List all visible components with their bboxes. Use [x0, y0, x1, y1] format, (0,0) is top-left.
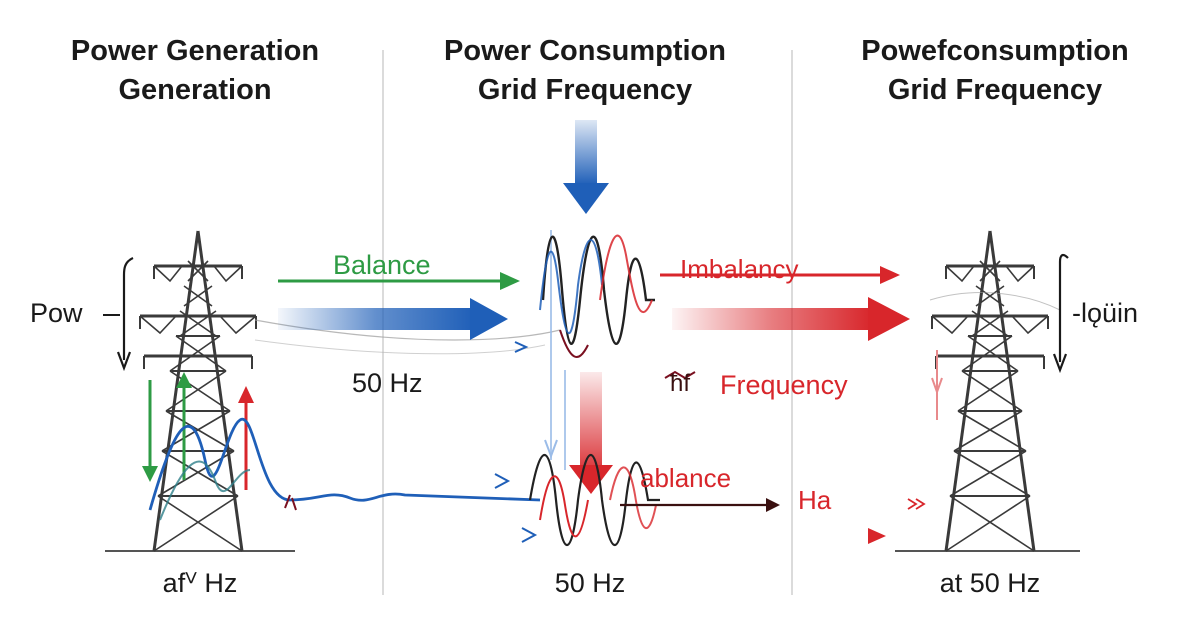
sine-wave-icon	[148, 418, 541, 511]
right-title-line2: Grid Frequency	[887, 74, 1103, 106]
left-title-line1: Power Generation	[70, 35, 320, 67]
right-side-label: -lǫüin	[1072, 298, 1139, 328]
center-title-line1: Power Consumption	[444, 35, 726, 67]
down-arrow-icon	[116, 256, 134, 372]
lower-flow-arrow	[265, 473, 511, 489]
small-marker	[664, 370, 696, 380]
power-tower-icon	[930, 229, 1050, 553]
right-title-line1: Powefconsumption	[861, 35, 1129, 67]
sine-wave-icon	[159, 460, 251, 521]
down-arrow-icon	[569, 372, 613, 494]
small-marker	[284, 494, 297, 511]
frequency-50hz-label: 50 Hz	[352, 368, 423, 398]
right-footer: at 50 Hz	[939, 568, 1041, 598]
imbalance-label: Imbalancy	[680, 254, 799, 284]
balance-arrow	[278, 272, 520, 290]
balance-lower-label: ablance	[640, 463, 732, 493]
imbalance-flow-arrow	[672, 297, 910, 341]
sine-wave-icon	[528, 453, 660, 547]
center-title-line2: Grid Frequency	[477, 74, 693, 106]
small-marker	[907, 498, 926, 510]
lower-flow-arrow	[265, 527, 538, 543]
up-arrow-icon	[176, 372, 192, 480]
left-side-label: Pow	[30, 298, 83, 328]
frequency-prefix: ħf	[670, 370, 691, 397]
sine-wave-icon	[541, 235, 655, 345]
up-arrow-icon	[238, 386, 254, 490]
hz-fragment-label: Ha	[798, 485, 832, 515]
sine-wave-icon	[599, 234, 653, 314]
balance-label: Balance	[333, 250, 431, 280]
sine-wave-icon	[559, 329, 589, 358]
power-tower-icon	[138, 229, 258, 553]
power-flow-arrow	[278, 298, 508, 340]
arrow-icon	[514, 341, 529, 353]
center-footer: 50 Hz	[554, 568, 626, 598]
power-line	[929, 292, 1061, 311]
imbalance-arrow	[660, 266, 900, 284]
lower-red-arrow	[640, 528, 886, 544]
sine-wave-icon	[609, 466, 657, 530]
down-arrow-icon	[563, 120, 609, 214]
balance-lower-arrow	[620, 498, 780, 512]
power-line	[254, 339, 546, 355]
arrow-icon	[544, 439, 558, 459]
sine-wave-icon	[539, 239, 603, 335]
down-arrow-icon	[1052, 253, 1069, 374]
sine-wave-icon	[539, 475, 589, 538]
left-footer: afⱽ Hz	[162, 568, 238, 598]
left-title-line2: Generation	[118, 74, 272, 106]
arrow-icon	[931, 377, 943, 395]
frequency-label: Frequency	[720, 370, 848, 400]
down-arrow-icon	[142, 380, 158, 482]
